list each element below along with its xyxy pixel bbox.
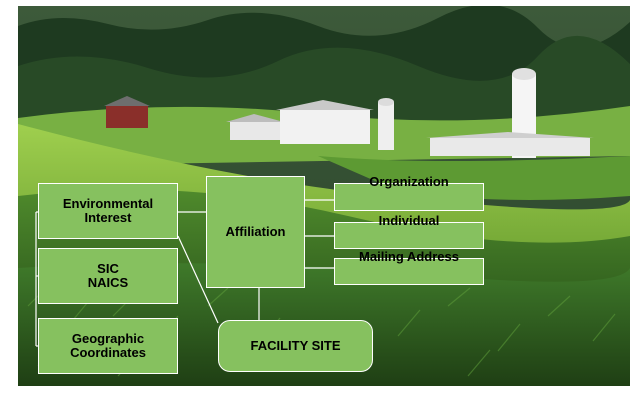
environmental-interest-box: Environmental Interest	[38, 183, 178, 239]
individual-box: Individual	[334, 214, 484, 249]
environmental-interest-label: Environmental Interest	[62, 196, 154, 225]
affiliation-label: Affiliation	[225, 224, 286, 239]
geographic-coordinates-box: Geographic Coordinates	[38, 318, 178, 374]
sic-naics-label: SIC NAICS	[87, 261, 129, 290]
affiliation-box: Affiliation	[206, 176, 305, 288]
geographic-coordinates-label: Geographic Coordinates	[70, 331, 146, 360]
sic-naics-box: SIC NAICS	[38, 248, 178, 304]
mailing-address-label: Mailing Address	[359, 249, 459, 264]
organization-box: Organization	[334, 175, 484, 211]
facility-site-box: FACILITY SITE	[218, 320, 373, 372]
facility-site-label: FACILITY SITE	[250, 338, 341, 353]
mailing-address-box: Mailing Address	[334, 250, 484, 285]
individual-label: Individual	[378, 213, 440, 228]
organization-label: Organization	[369, 174, 449, 189]
